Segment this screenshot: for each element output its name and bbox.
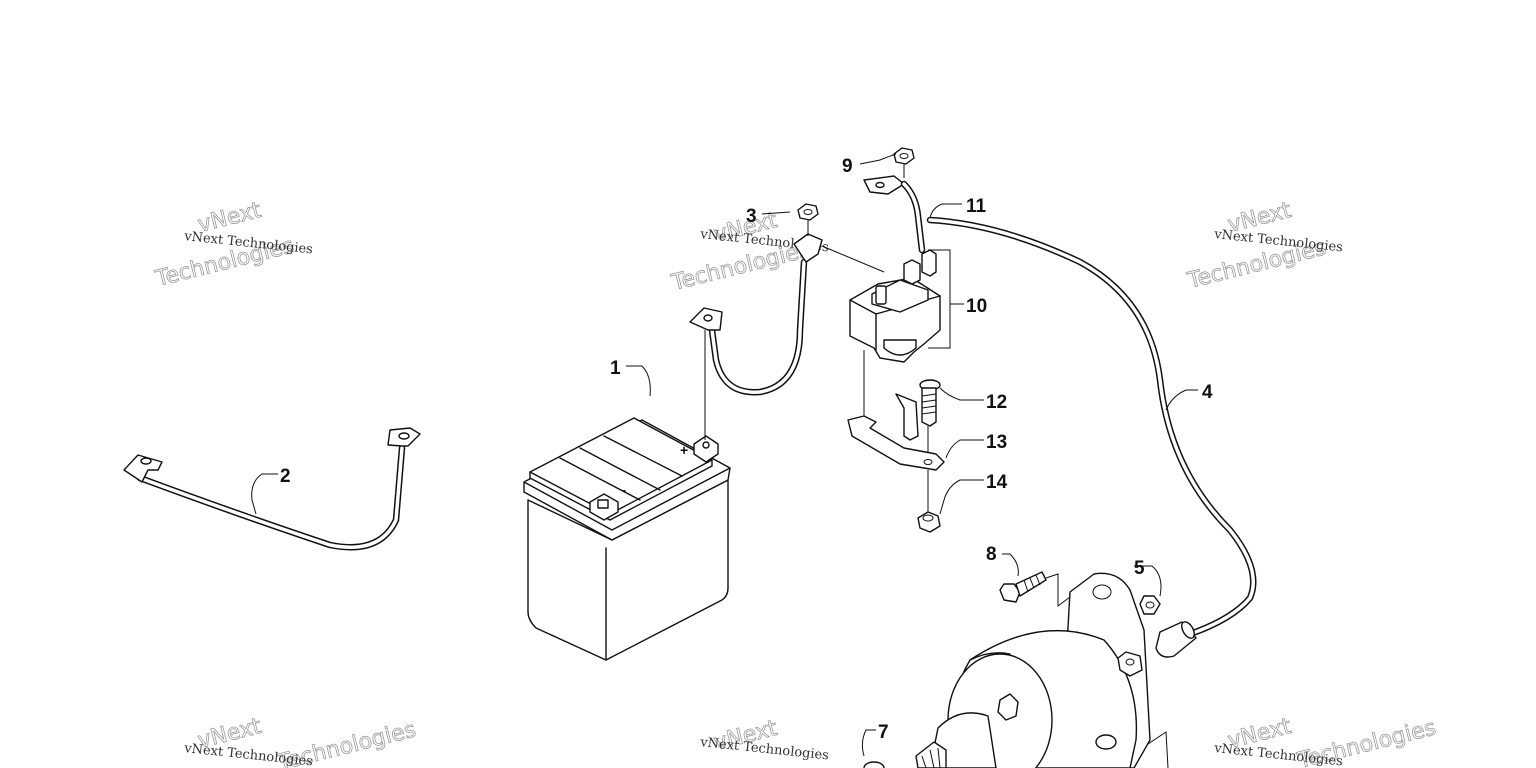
watermark-top-right: vNext Technologies vNext Technologies	[1184, 198, 1344, 295]
watermark-top-left: vNext Technologies vNext Technologies	[152, 198, 314, 293]
watermark-bottom-center: vNext vNext Technologies	[699, 716, 830, 764]
part-9-nut-and-lead	[863, 147, 926, 254]
callout-4: 4	[1202, 382, 1213, 403]
part-14-flange-nut	[917, 470, 941, 533]
callout-1: 1	[610, 358, 621, 379]
part-4-starter-cable	[926, 216, 1257, 658]
callout-3: 3	[746, 206, 757, 227]
callout-11: 11	[966, 196, 987, 217]
part-8-mounting-bolt	[999, 571, 1075, 607]
callout-leaders	[251, 153, 1198, 757]
watermark-bottom-right: vNext Technologies vNext Technologies	[1213, 714, 1439, 768]
part-1-battery: - +	[523, 417, 731, 661]
part-3-nut	[797, 203, 819, 236]
part-3-positive-cable	[689, 233, 823, 440]
part-2-negative-cable	[123, 427, 421, 551]
watermark-bottom-left: vNext Technologies vNext Technologies	[183, 714, 419, 768]
battery-positive-mark: +	[680, 442, 688, 458]
callout-10: 10	[966, 296, 987, 317]
callout-13: 13	[986, 432, 1007, 453]
callout-numbers: 1 2 3 4 5 7 8 9 10 11 12 13 14	[280, 156, 1213, 743]
callout-9: 9	[842, 156, 853, 177]
part-10-starter-solenoid	[821, 245, 951, 420]
callout-2: 2	[280, 466, 291, 487]
callout-5: 5	[1134, 558, 1145, 579]
watermark-text: vNext Technologies	[183, 741, 314, 768]
part-12-screw	[919, 379, 941, 452]
callout-7: 7	[878, 722, 889, 743]
battery-negative-mark: -	[622, 483, 626, 497]
callout-12: 12	[986, 392, 1007, 413]
part-13-solenoid-bracket	[847, 393, 945, 471]
starter-motor	[915, 572, 1169, 768]
callout-14: 14	[986, 472, 1008, 493]
part-5-terminal-nut	[1139, 595, 1161, 615]
callout-8: 8	[986, 544, 997, 565]
part-7-o-ring	[863, 761, 885, 768]
